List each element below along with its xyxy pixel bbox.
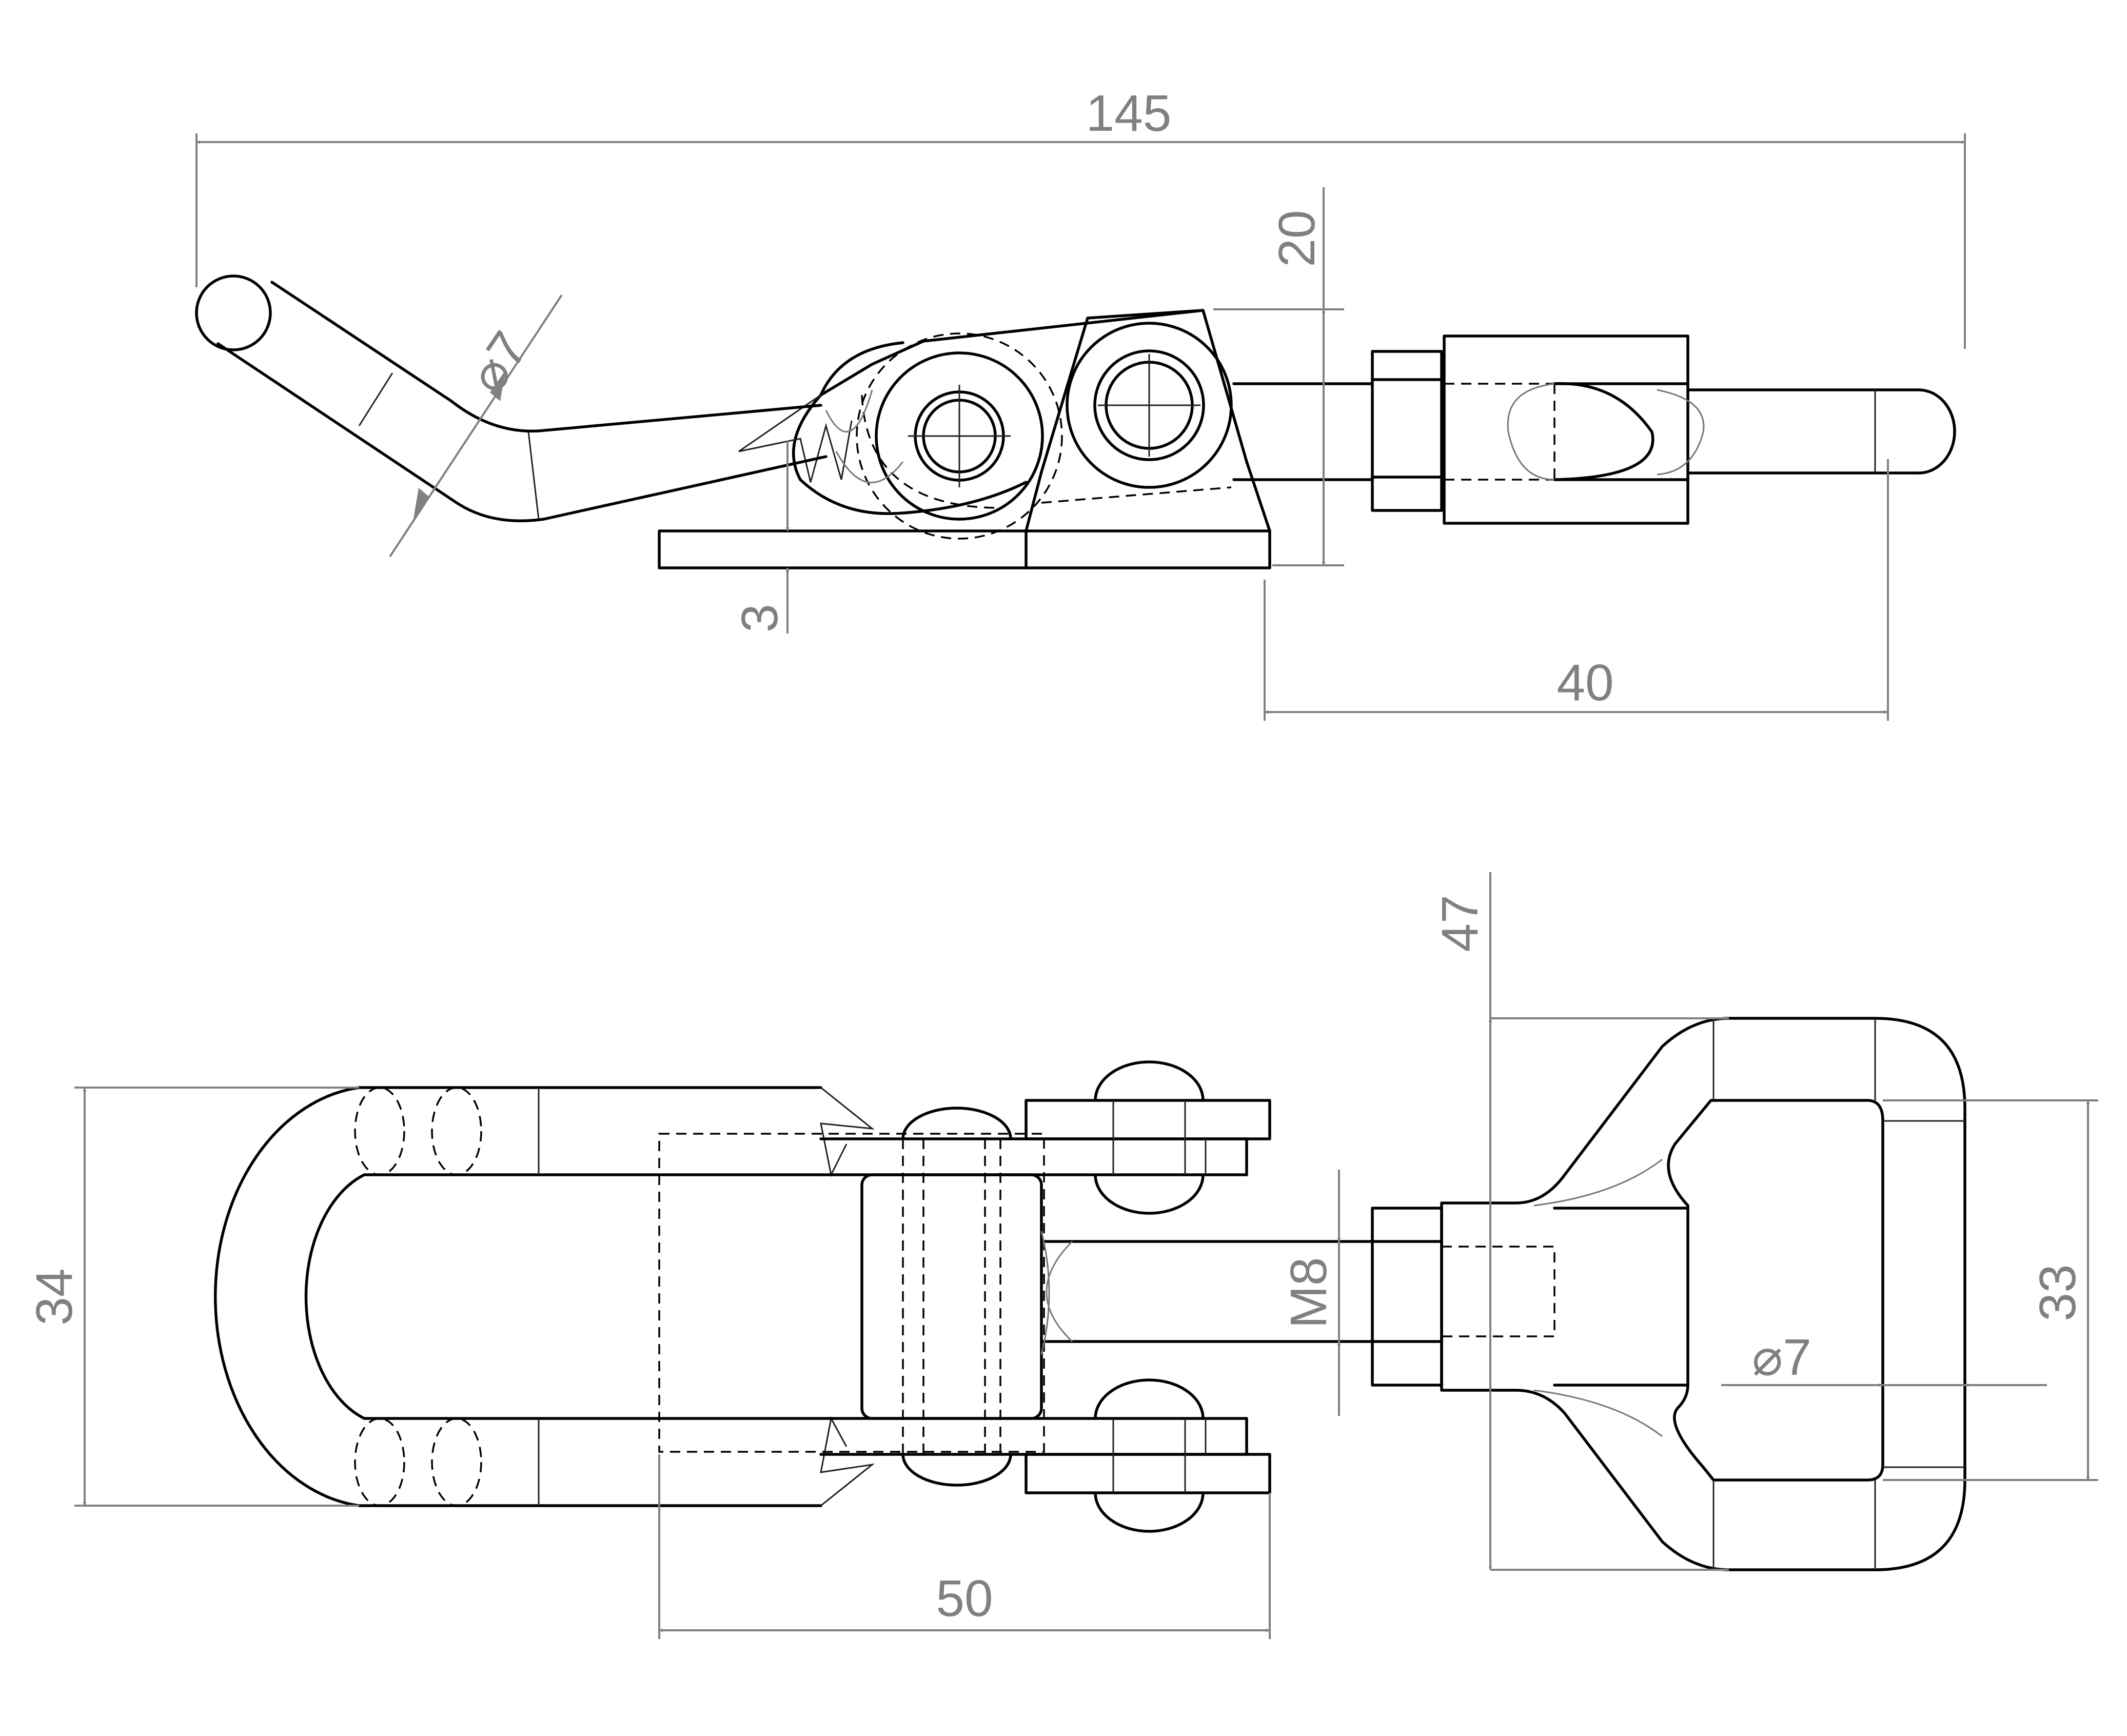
dim-base-thickness: 3 — [731, 441, 790, 634]
dim-overall-length: 145 — [195, 85, 1966, 349]
dim-thread-size: M8 — [1280, 1170, 1341, 1416]
dim-hook-reach-label: 40 — [1557, 654, 1613, 712]
top-handle — [214, 1086, 875, 1507]
top-bracket — [819, 1060, 1271, 1533]
side-base-plate — [658, 529, 1271, 569]
side-hook-assembly — [1232, 334, 1956, 525]
side-lever-body — [819, 309, 1205, 397]
svg-text:⌀7: ⌀7 — [458, 322, 539, 403]
dim-hook-offset-label: 47 — [1431, 895, 1489, 952]
dim-base-thickness-label: 3 — [731, 604, 789, 633]
dim-hook-reach: 40 — [1264, 459, 1889, 721]
dim-overall-length-label: 145 — [1086, 85, 1172, 142]
dim-base-length: 50 — [658, 1454, 1271, 1639]
dim-hook-diameter: ⌀7 — [1721, 1329, 2047, 1387]
dim-hook-inner-width-label: 33 — [2029, 1264, 2086, 1321]
dim-hook-diameter-label: 7 — [1783, 1329, 1811, 1386]
dim-base-width-label: 34 — [26, 1268, 83, 1325]
dim-base-length-label: 50 — [936, 1570, 993, 1627]
dim-hook-inner-width: 33 — [1883, 1099, 2098, 1481]
dim-thread-size-label: M8 — [1280, 1257, 1337, 1329]
side-handle — [195, 274, 828, 522]
top-hook — [1371, 1017, 1966, 1571]
top-pivot-block — [860, 1139, 1374, 1454]
dim-base-height: 20 — [1213, 187, 1344, 566]
side-bracket — [1025, 309, 1271, 532]
dim-base-width: 34 — [26, 1087, 359, 1507]
dim-handle-diameter: ⌀7 — [389, 294, 563, 558]
dim-base-height-label: 20 — [1268, 210, 1326, 267]
top-view: 34 M8 47 33 — [26, 872, 2098, 1639]
diameter-symbol: ⌀ — [1752, 1329, 1783, 1386]
dim-hook-offset: 47 — [1431, 872, 1729, 1571]
svg-text:⌀7: ⌀7 — [1752, 1329, 1811, 1386]
top-lever-body — [658, 1133, 1045, 1453]
side-view: 145 ⌀7 20 3 — [195, 85, 1966, 721]
side-pivot-1 — [856, 332, 1063, 540]
side-pivot-2 — [1066, 322, 1233, 489]
